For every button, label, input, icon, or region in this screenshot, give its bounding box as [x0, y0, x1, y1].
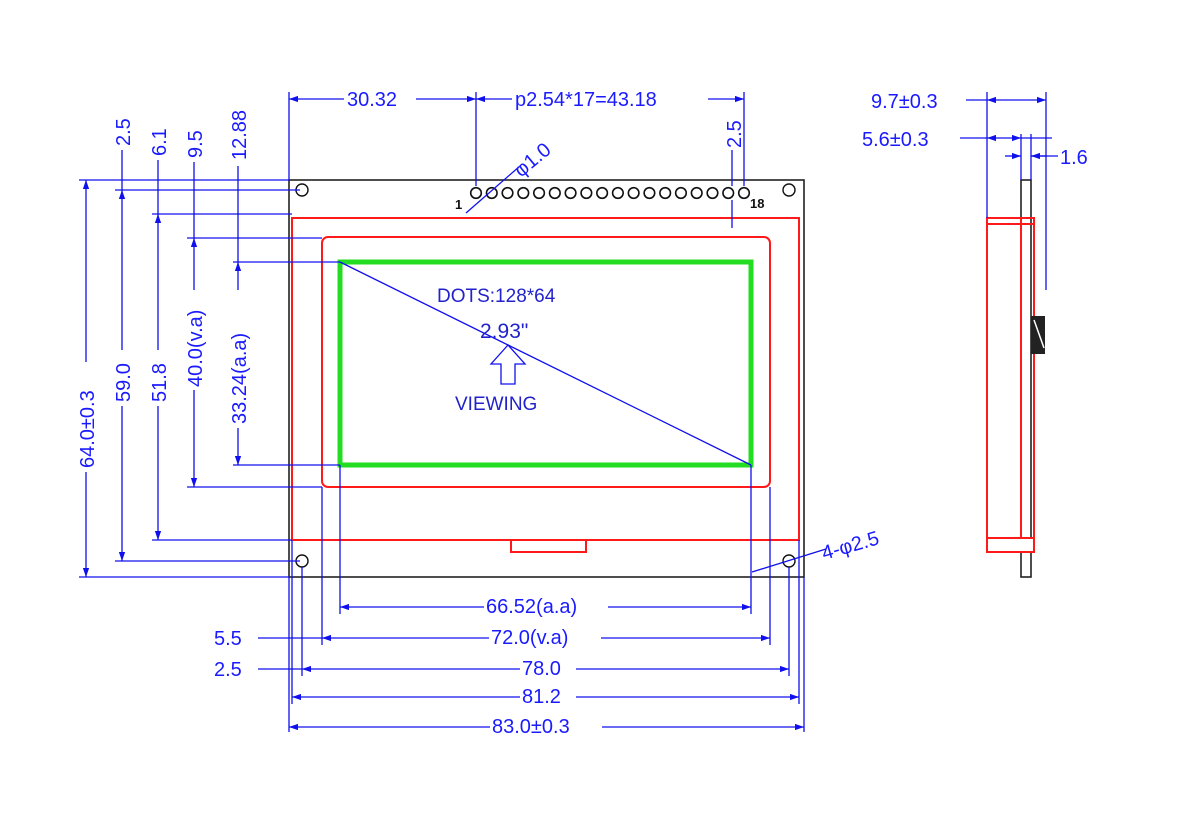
dim-pin-edge-2-5: 2.5: [724, 120, 746, 148]
pin-4: [517, 186, 530, 200]
pin-14: [674, 186, 688, 200]
pin-label-last: 18: [750, 196, 764, 211]
viewing-area: [321, 236, 771, 488]
dim-side-9-7: 9.7±0.3: [871, 91, 938, 113]
dim-left-9-5: 9.5: [185, 130, 207, 158]
frame-outline: [291, 217, 800, 541]
dim-bottom-5-5: 5.5: [214, 628, 242, 650]
active-area: [337, 259, 754, 468]
side-bottom-bar: [986, 537, 1035, 553]
side-connector: [1031, 316, 1045, 354]
dim-width-va: 72.0(v.a): [491, 627, 568, 649]
pin-13: [659, 186, 672, 200]
pin-6: [548, 186, 561, 200]
pin-15: [690, 186, 703, 200]
dots-label: DOTS:128*64: [437, 286, 556, 307]
pin-12: [643, 186, 656, 200]
viewing-arrow-icon: [489, 344, 527, 385]
dim-height-total: 64.0±0.3: [77, 390, 99, 468]
mount-hole-leader: [751, 548, 827, 573]
viewing-label: VIEWING: [455, 394, 537, 415]
side-pcb: [1020, 179, 1032, 578]
pin-7: [564, 186, 577, 200]
dim-side-5-6: 5.6±0.3: [862, 129, 929, 151]
pin-5: [532, 186, 546, 200]
pin-17: [722, 186, 735, 200]
dim-mount-holes: 4-φ2.5: [819, 528, 881, 565]
left-dimensions: 64.0±0.3 59.0 51.8 40.0(v.a) 33.24(a.a) …: [76, 110, 340, 578]
dim-width-total: 83.0±0.3: [492, 716, 570, 738]
pin-3: [501, 186, 514, 200]
pin-hole-leader: [465, 165, 521, 214]
dim-width-holes: 78.0: [522, 658, 561, 680]
mount-hole-top-right: [782, 183, 796, 197]
dim-30-32: 30.32: [347, 89, 397, 111]
dim-height-59: 59.0: [113, 363, 135, 402]
size-label: 2.93": [480, 320, 528, 343]
pin-2: [485, 186, 498, 200]
dim-height-va: 40.0(v.a): [185, 310, 207, 387]
dim-left-2-5: 2.5: [113, 118, 135, 146]
dim-bottom-2-5: 2.5: [214, 659, 242, 681]
dim-left-12-88: 12.88: [229, 110, 251, 160]
pin-16: [706, 186, 719, 200]
side-view: 9.7±0.3 5.6±0.3 1.6: [862, 91, 1088, 578]
front-view: 1 18 DOTS:128*64 2.93" VIEWING: [288, 179, 805, 578]
diagonal-line: [339, 261, 752, 466]
pin-18: [737, 186, 751, 200]
pin-row: [469, 186, 751, 200]
pin-9: [596, 186, 609, 200]
pin-8: [580, 186, 593, 200]
dim-height-aa: 33.24(a.a): [229, 333, 251, 424]
dim-left-6-1: 6.1: [149, 128, 171, 156]
dim-pitch-span: p2.54*17=43.18: [515, 89, 657, 111]
dim-pin-hole: φ1.0: [510, 139, 555, 182]
top-dimensions: 30.32 p2.54*17=43.18 2.5 φ1.0: [288, 88, 746, 228]
pcb-outline: [288, 179, 805, 578]
pin-1: [469, 186, 483, 200]
pin-10: [611, 186, 624, 200]
bottom-tab: [510, 539, 587, 553]
dim-height-51-8: 51.8: [149, 363, 171, 402]
dim-width-aa: 66.52(a.a): [486, 596, 577, 618]
bottom-dimensions: 66.52(a.a) 72.0(v.a) 78.0 81.2 83.0±0.3 …: [214, 465, 882, 738]
pin-11: [627, 186, 640, 200]
pin-label-first: 1: [455, 197, 462, 212]
dim-side-1-6: 1.6: [1060, 147, 1088, 169]
dim-width-81-2: 81.2: [522, 686, 561, 708]
